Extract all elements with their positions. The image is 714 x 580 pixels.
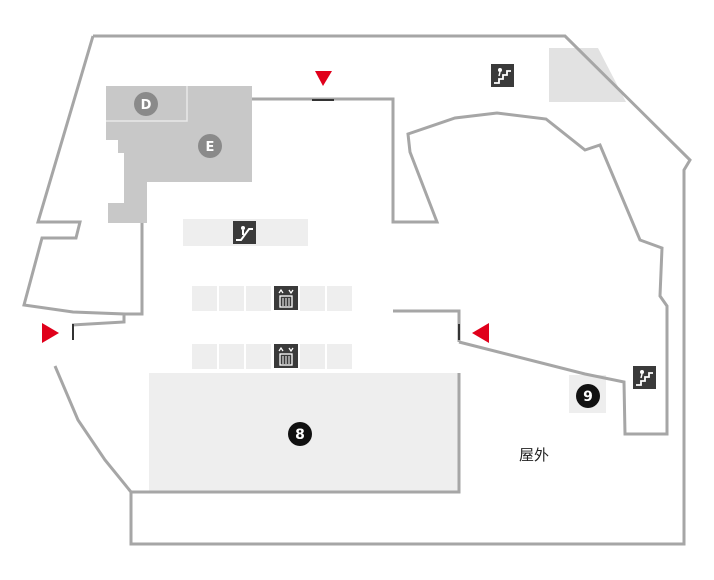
elevator-icon[interactable] (274, 344, 298, 368)
wall-building-left (252, 97, 669, 436)
stairs-icon[interactable] (633, 366, 656, 389)
stairs-icon[interactable] (491, 64, 514, 87)
wall-left-upper (93, 34, 692, 546)
area-9-badge[interactable]: 9 (576, 384, 600, 408)
area-8-number: 8 (295, 427, 305, 443)
elevator-bank-1 (192, 286, 352, 311)
entrance-arrow-icon[interactable] (472, 323, 489, 343)
elevator-bank-2 (192, 344, 352, 369)
wall-left-side (22, 35, 126, 327)
zone-d-badge[interactable]: D (134, 92, 158, 116)
zone-divider (106, 86, 188, 122)
area-9-number: 9 (583, 389, 593, 405)
zone-d-label: D (141, 98, 152, 113)
wall-left-lower (53, 365, 133, 493)
entrance-arrow-icon[interactable] (42, 323, 59, 343)
zone-e-badge[interactable]: E (198, 134, 222, 158)
wall-area8 (131, 373, 461, 494)
wall-main-inner (393, 309, 461, 342)
wall-main-left (124, 223, 144, 316)
zone-e-label: E (206, 140, 215, 155)
zone-de-block (106, 86, 252, 223)
entrance-arrow-icon[interactable] (315, 71, 332, 86)
outdoor-label: 屋外 (519, 446, 549, 464)
area-8-badge[interactable]: 8 (288, 422, 312, 446)
stair-zone (549, 48, 626, 102)
escalator-icon[interactable] (233, 221, 256, 244)
elevator-icon[interactable] (274, 286, 298, 310)
